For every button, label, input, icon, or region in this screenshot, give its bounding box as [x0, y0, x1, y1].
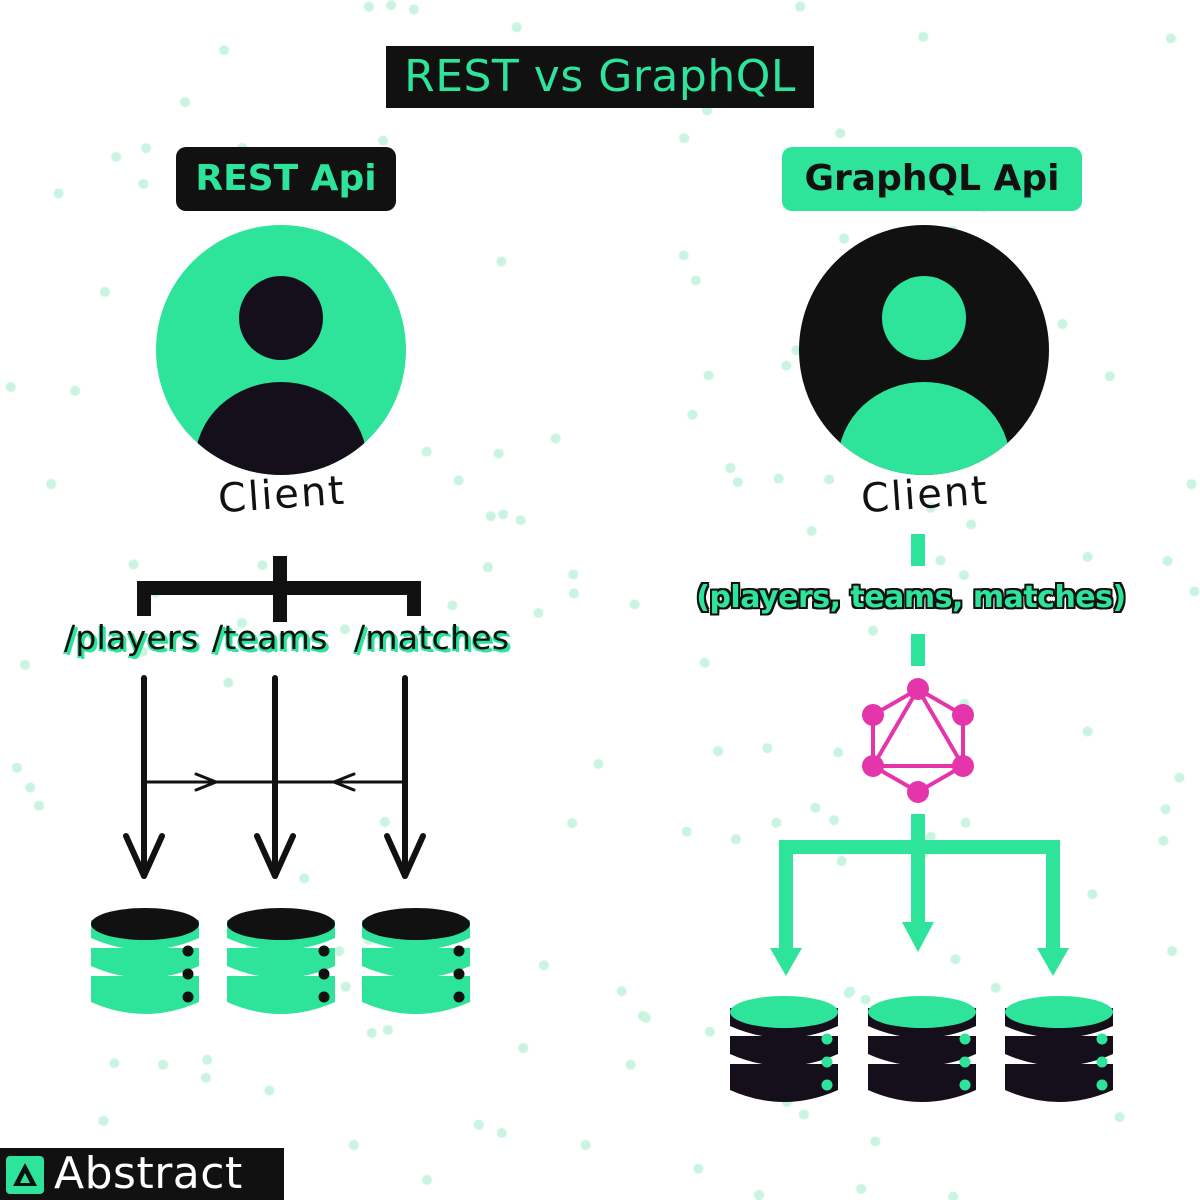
graphql-database-teams-icon [868, 996, 976, 1102]
graphql-client-avatar-icon [799, 225, 1049, 475]
graphql-logo-icon [862, 678, 974, 803]
rest-request-bracket [137, 556, 421, 622]
graphql-query-label: (players, teams, matches) [696, 580, 1126, 615]
page-title: REST vs GraphQL [386, 46, 814, 108]
brand-name: Abstract [54, 1148, 243, 1199]
rest-cross-links [144, 772, 406, 792]
graphql-api-heading: GraphQL Api [782, 147, 1082, 211]
rest-api-heading: REST Api [176, 147, 396, 211]
graphql-database-matches-icon [1005, 996, 1113, 1102]
endpoint-players: /players [64, 618, 199, 657]
brand-badge: Abstract [0, 1148, 284, 1200]
abstract-logo-icon [6, 1156, 44, 1194]
graphql-database-players-icon [730, 996, 838, 1102]
rest-database-teams-icon [227, 908, 335, 1014]
graphql-fanout-arrows [770, 814, 1069, 976]
rest-database-players-icon [91, 908, 199, 1014]
rest-database-matches-icon [362, 908, 470, 1014]
rest-arrows [123, 675, 426, 879]
rest-client-avatar-icon [156, 225, 406, 475]
endpoint-matches: /matches [354, 618, 510, 657]
endpoint-teams: /teams [212, 618, 328, 657]
